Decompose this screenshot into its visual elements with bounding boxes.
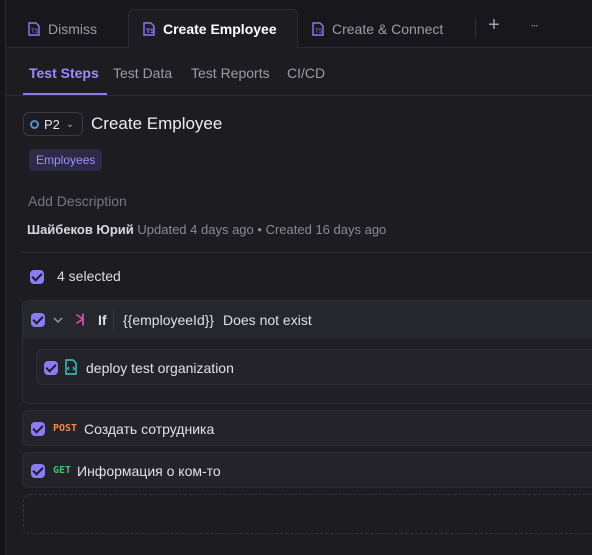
chevron-down-icon: ⌄: [65, 118, 75, 130]
tab-test-steps[interactable]: Test Steps: [29, 65, 99, 81]
tab-create-employee[interactable]: TS Create Employee: [128, 9, 298, 49]
test-file-icon: TS: [143, 22, 155, 36]
tab-dismiss[interactable]: TS Dismiss: [26, 9, 97, 48]
if-keyword: If: [98, 312, 107, 328]
chevron-down-icon[interactable]: [53, 315, 63, 325]
more-options-button[interactable]: ∙∙∙: [523, 14, 545, 36]
branch-icon: [76, 313, 84, 326]
test-file-icon: TS: [28, 21, 40, 36]
if-variable[interactable]: {{employeeId}}: [123, 312, 215, 328]
step-checkbox[interactable]: [44, 361, 58, 375]
tag-badge[interactable]: Employees: [29, 149, 103, 171]
created-time: Created 16 days ago: [265, 222, 387, 237]
tab-label: Create Employee: [163, 21, 277, 37]
tab-divider: [475, 18, 476, 38]
test-meta: Шайбеков Юрий Updated 4 days ago • Creat…: [27, 222, 386, 237]
tab-label: Create & Connect: [332, 20, 444, 37]
updated-time: Updated 4 days ago: [137, 222, 254, 237]
author-name: Шайбеков Юрий: [27, 222, 134, 237]
description-input[interactable]: Add Description: [28, 193, 127, 209]
request-step-get[interactable]: GET Информация о ком-то: [22, 452, 592, 488]
step-checkbox[interactable]: [31, 422, 45, 436]
sub-navigation: Test Steps Test Data Test Reports CI/CD: [6, 48, 592, 96]
step-name: Информация о ком-то: [77, 463, 221, 479]
add-step-dropzone[interactable]: [23, 494, 592, 534]
plus-icon: +: [488, 14, 500, 36]
if-step-header[interactable]: If {{employeeId}} Does not exist: [23, 301, 592, 339]
priority-label: P2: [44, 116, 60, 132]
post-method-badge: POST: [53, 423, 78, 434]
tab-bar: TS Dismiss TS Create Employee TS Create …: [6, 0, 592, 49]
step-checkbox[interactable]: [31, 464, 45, 478]
divider: [22, 252, 592, 253]
meta-separator: •: [257, 222, 262, 237]
page-title[interactable]: Create Employee: [91, 114, 223, 133]
svg-text:TS: TS: [146, 28, 154, 35]
svg-text:TS: TS: [314, 28, 323, 35]
step-name: Создать сотрудника: [84, 421, 215, 437]
priority-dropdown[interactable]: P2 ⌄: [23, 112, 83, 136]
tab-label: Dismiss: [48, 20, 97, 37]
nested-step[interactable]: deploy test organization: [36, 349, 592, 385]
get-method-badge: GET: [53, 465, 72, 476]
left-edge: [0, 0, 6, 555]
tab-ci-cd[interactable]: CI/CD: [287, 65, 326, 81]
more-icon: ∙∙∙: [530, 18, 538, 32]
step-name: deploy test organization: [86, 360, 234, 376]
request-step-post[interactable]: POST Создать сотрудника: [22, 410, 592, 446]
active-tab-indicator: [23, 93, 107, 95]
add-tab-button[interactable]: +: [483, 14, 505, 36]
svg-text:TS: TS: [30, 28, 39, 35]
tab-test-reports[interactable]: Test Reports: [191, 65, 270, 81]
tab-create-connect[interactable]: TS Create & Connect: [310, 9, 443, 48]
script-file-icon: [65, 359, 77, 375]
tab-test-data[interactable]: Test Data: [113, 65, 173, 81]
if-separator: [113, 310, 114, 330]
test-file-icon: TS: [312, 21, 324, 36]
select-all-checkbox[interactable]: [30, 270, 44, 284]
selection-count: 4 selected: [57, 268, 121, 284]
if-condition[interactable]: Does not exist: [223, 312, 312, 328]
step-checkbox[interactable]: [31, 313, 45, 327]
priority-dot-icon: [30, 119, 39, 129]
